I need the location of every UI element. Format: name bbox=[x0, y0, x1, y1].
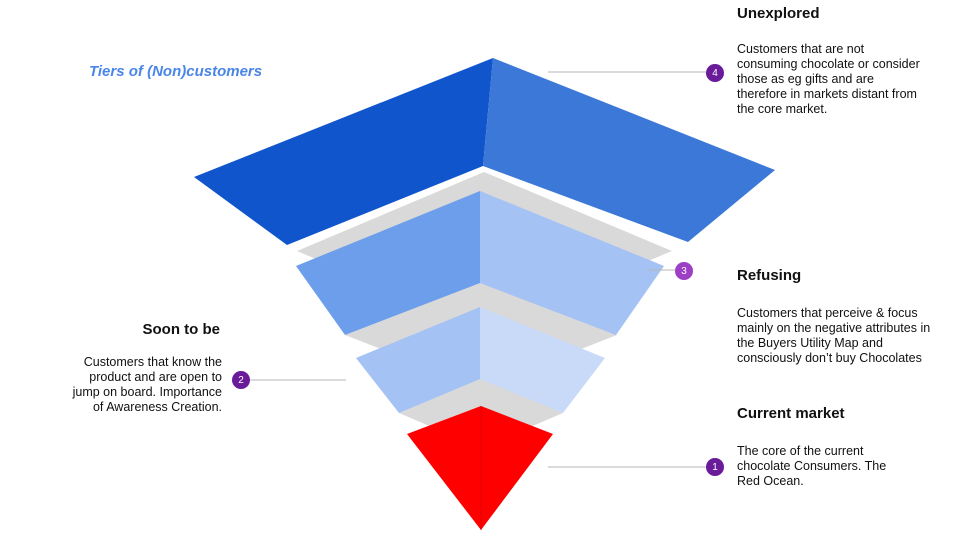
tier1-description: The core of the current chocolate Consum… bbox=[737, 444, 887, 488]
tier2-right-face bbox=[480, 307, 605, 413]
tier3-left-face bbox=[296, 191, 480, 335]
tier4-right-face bbox=[483, 58, 775, 242]
tier1-heading: Current market bbox=[737, 405, 845, 422]
tier3-heading: Refusing bbox=[737, 267, 802, 284]
tier4-left-face bbox=[194, 58, 493, 245]
tier1-core bbox=[407, 406, 553, 530]
tier3-description: Customers that perceive & focus mainly o… bbox=[737, 306, 931, 365]
tier1-number-badge: 1 bbox=[706, 458, 724, 476]
tier2-description: Customers that know the product and are … bbox=[72, 355, 222, 414]
tier4-heading: Unexplored bbox=[737, 5, 820, 22]
tier2-heading: Soon to be bbox=[142, 321, 221, 338]
tier4-number-badge: 4 bbox=[706, 64, 724, 82]
diagram-title: Tiers of (Non)customers bbox=[89, 63, 263, 80]
tier4-description: Customers that are not consuming chocola… bbox=[737, 42, 920, 116]
tier3-right-face bbox=[480, 191, 664, 335]
tier3-number-badge: 3 bbox=[675, 262, 693, 280]
tier2-left-face bbox=[356, 307, 480, 413]
tier2-number-badge: 2 bbox=[232, 371, 250, 389]
